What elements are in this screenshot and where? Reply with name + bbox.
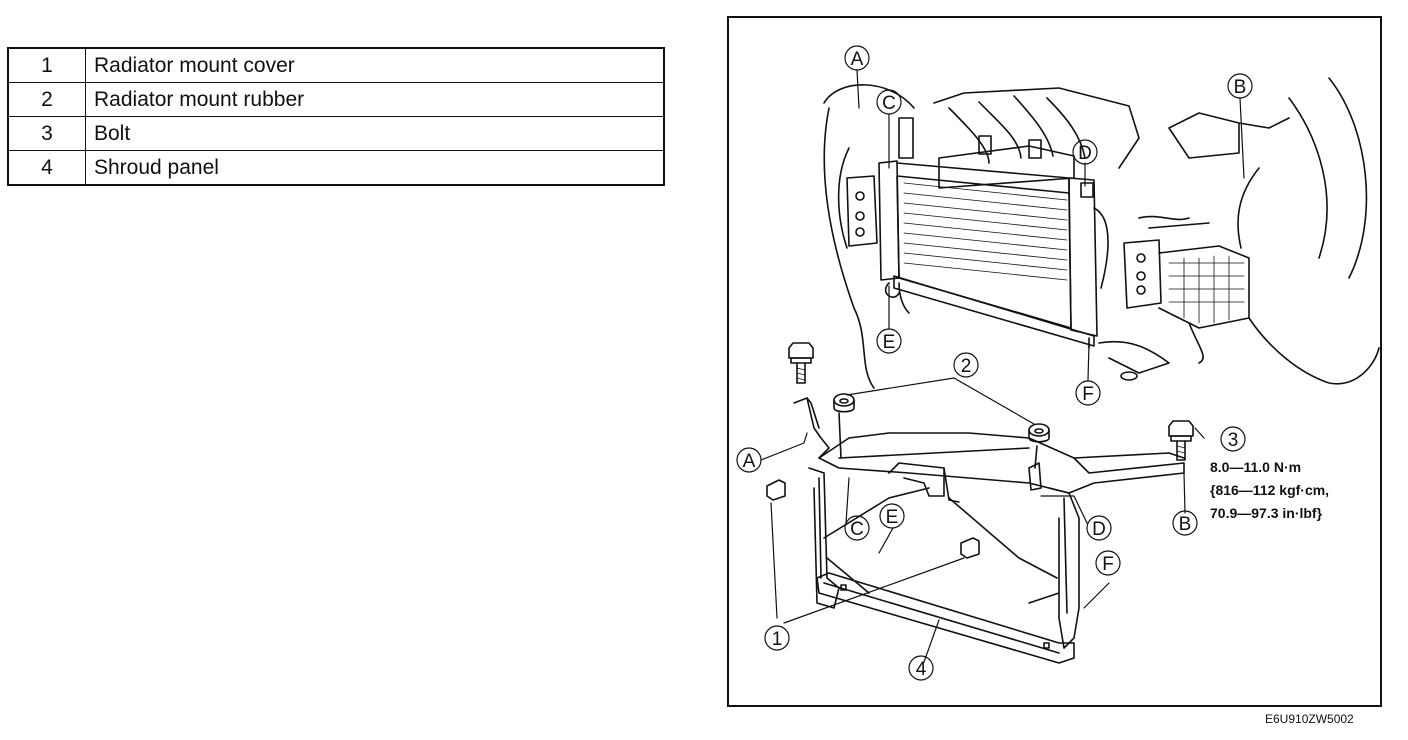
figure-code: E6U910ZW5002 [1265,712,1354,726]
part-name: Radiator mount rubber [85,82,665,117]
part-number: 3 [7,116,86,151]
callout-c-bottom: C [850,519,864,540]
upper-leader-lines [856,69,1245,381]
lower-leader-lines [760,377,1205,663]
torque-spec: 8.0—11.0 N·m {816—112 kgf·cm, 70.9—97.3 … [1210,459,1329,521]
callout-b-top: B [1234,77,1247,98]
callout-part-4: 4 [916,659,927,680]
table-row: 4 Shroud panel [7,150,665,186]
shroud-panel-view [766,342,1194,664]
torque-line-1: 8.0—11.0 N·m [1210,459,1301,475]
callout-f-top: F [1082,384,1094,405]
engine-bay-view [823,77,1380,389]
callout-e-bottom: E [886,507,899,528]
part-number: 2 [7,82,86,117]
part-name: Radiator mount cover [85,47,665,83]
part-name: Shroud panel [85,150,665,186]
part-number: 1 [7,47,86,83]
callout-c-top: C [882,93,896,114]
table-row: 1 Radiator mount cover [7,47,665,83]
callout-a-bottom: A [743,451,756,472]
callout-a-top: A [851,49,864,70]
table-row: 3 Bolt [7,116,665,151]
parts-table: 1 Radiator mount cover 2 Radiator mount … [7,47,665,186]
part-number: 4 [7,150,86,186]
torque-line-2: {816—112 kgf·cm, [1210,482,1329,498]
callout-b-bottom: B [1179,514,1192,535]
table-row: 2 Radiator mount rubber [7,82,665,117]
exploded-view-diagram: A C D B E F 2 A C E D F B 3 1 4 8.0—11.0… [727,16,1382,707]
callout-d-top: D [1078,143,1092,164]
callout-f-bottom: F [1102,554,1114,575]
diagram-svg: A C D B E F 2 A C E D F B 3 1 4 8.0—11.0… [736,45,1380,681]
callout-part-2: 2 [961,356,972,377]
callout-d-bottom: D [1092,519,1106,540]
callout-labels: A C D B E F 2 A C E D F B 3 1 4 [743,49,1247,680]
torque-line-3: 70.9—97.3 in·lbf} [1210,505,1323,521]
callout-circles [736,45,1253,681]
callout-part-1: 1 [772,629,783,650]
callout-e-top: E [883,332,896,353]
callout-part-3: 3 [1228,430,1239,451]
part-name: Bolt [85,116,665,151]
